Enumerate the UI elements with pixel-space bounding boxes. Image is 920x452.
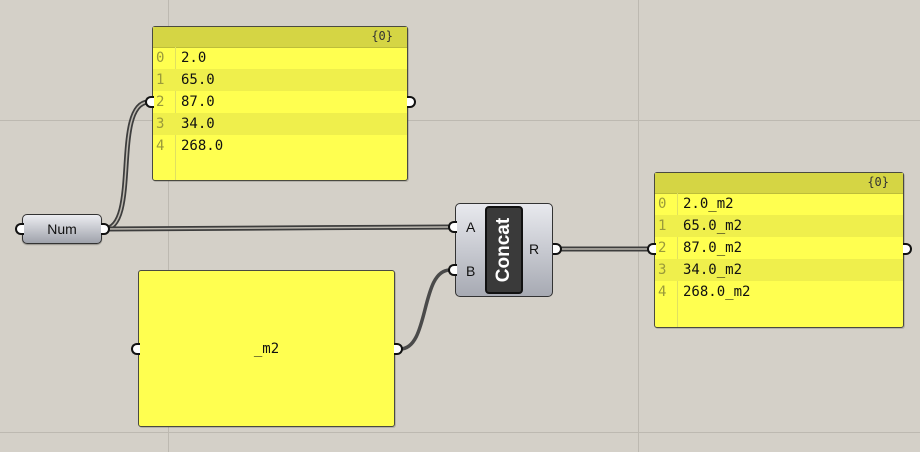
list-item: 0 2.0_m2 xyxy=(655,193,903,215)
row-index: 2 xyxy=(156,94,165,110)
panel-header: {0} xyxy=(153,27,407,48)
row-index: 0 xyxy=(658,196,667,212)
wire-num-to-panel xyxy=(101,99,151,232)
row-value: 87.0_m2 xyxy=(683,240,743,256)
result-panel[interactable]: {0} 0 2.0_m2 1 65.0_m2 2 87.0_m2 3 34.0_m2 4… xyxy=(654,172,904,328)
list-item: 2 87.0_m2 xyxy=(655,237,903,259)
row-index: 4 xyxy=(156,138,165,154)
row-index: 0 xyxy=(156,50,165,66)
panel-header: {0} xyxy=(655,173,903,194)
row-value: 65.0 xyxy=(181,72,215,88)
output-grip[interactable] xyxy=(407,96,416,108)
concat-title: Concat xyxy=(493,217,514,283)
row-index: 3 xyxy=(156,116,165,132)
result-output-grip[interactable] xyxy=(903,243,912,255)
row-value: 34.0_m2 xyxy=(683,262,743,278)
input-grip[interactable] xyxy=(145,96,154,108)
row-index: 1 xyxy=(658,218,667,234)
num-output-grip[interactable] xyxy=(101,223,110,235)
row-value: 268.0 xyxy=(181,138,224,154)
text-input-grip[interactable] xyxy=(131,343,140,355)
concat-input-a-grip[interactable] xyxy=(448,221,457,233)
row-value: 34.0 xyxy=(181,116,215,132)
row-value: 2.0_m2 xyxy=(683,196,734,212)
row-value: 2.0 xyxy=(181,50,207,66)
row-index: 2 xyxy=(658,240,667,256)
row-index: 3 xyxy=(658,262,667,278)
row-index: 4 xyxy=(658,284,667,300)
concat-input-b-grip[interactable] xyxy=(448,264,457,276)
concat-output-r-grip[interactable] xyxy=(553,243,562,255)
panel-text: _m2 xyxy=(253,340,280,357)
grid-line xyxy=(0,432,920,433)
branch-path: {0} xyxy=(867,175,889,189)
concat-component[interactable]: A B R Concat xyxy=(455,203,553,297)
text-panel[interactable]: _m2 xyxy=(138,270,395,427)
list-item: 1 65.0_m2 xyxy=(655,215,903,237)
num-label: Num xyxy=(47,221,77,237)
grid-line xyxy=(0,120,920,121)
concat-title-plate: Concat xyxy=(485,206,523,294)
row-index: 1 xyxy=(156,72,165,88)
row-value: 65.0_m2 xyxy=(683,218,743,234)
branch-path: {0} xyxy=(371,29,393,43)
grid-line xyxy=(638,0,639,452)
num-input-grip[interactable] xyxy=(15,223,24,235)
wire-text-to-concat-b xyxy=(398,268,452,351)
list-item: 3 34.0_m2 xyxy=(655,259,903,281)
panel-rows: 0 2.0_m2 1 65.0_m2 2 87.0_m2 3 34.0_m2 4 268.… xyxy=(655,193,903,303)
wire-num-to-concat-a xyxy=(101,224,453,232)
list-item: 4 268.0_m2 xyxy=(655,281,903,303)
row-value: 87.0 xyxy=(181,94,215,110)
list-item: 4 268.0 xyxy=(153,135,407,157)
output-r-label: R xyxy=(529,241,540,257)
input-a-label: A xyxy=(466,219,476,235)
input-b-label: B xyxy=(466,263,476,279)
num-param[interactable]: Num xyxy=(22,214,102,244)
text-output-grip[interactable] xyxy=(394,343,403,355)
row-value: 268.0_m2 xyxy=(683,284,751,300)
result-input-grip[interactable] xyxy=(647,243,656,255)
